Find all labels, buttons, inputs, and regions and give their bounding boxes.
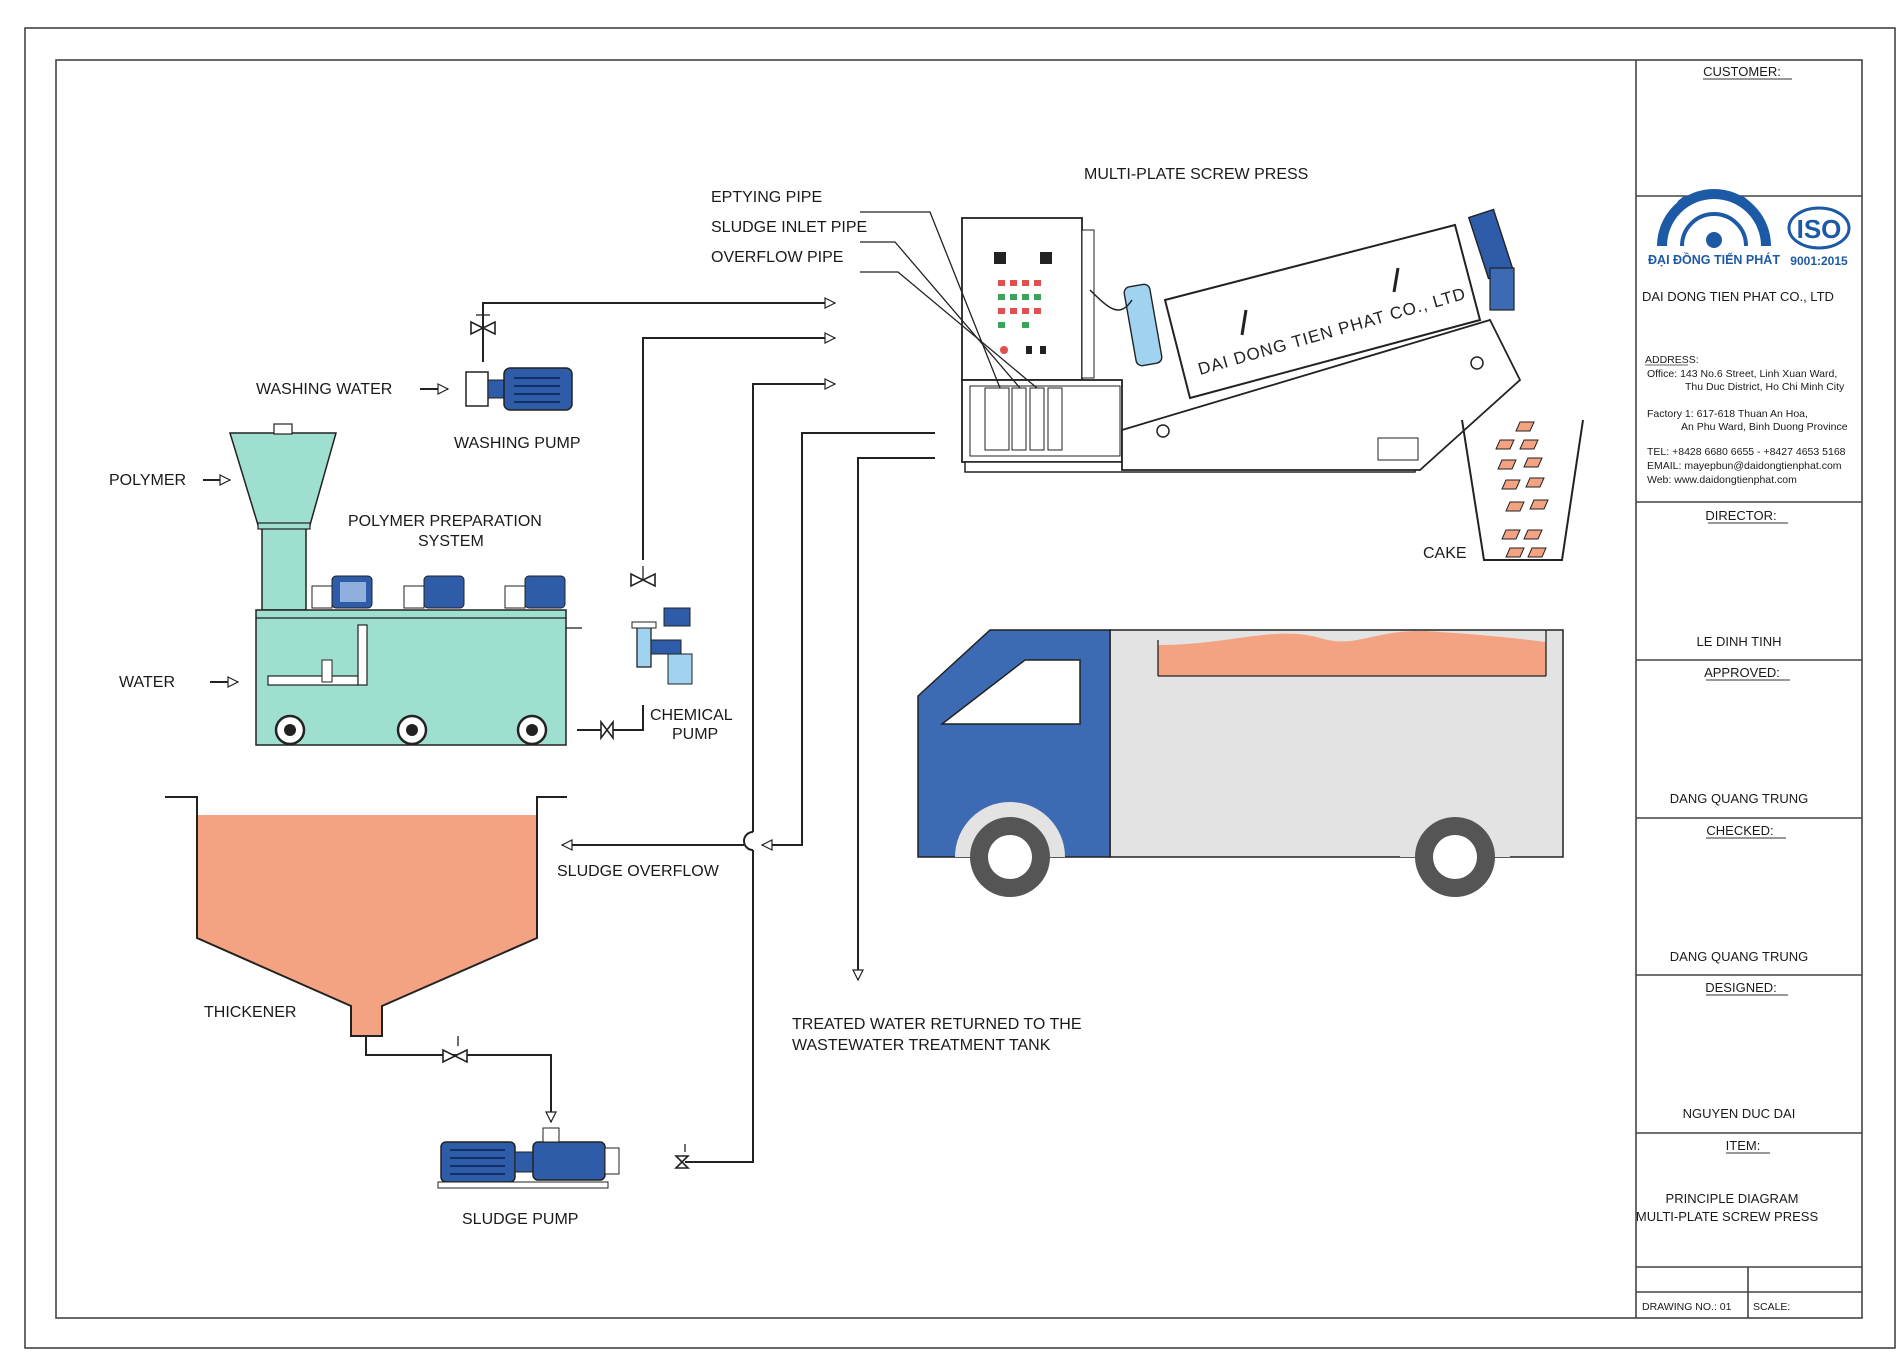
sludge-pump-label: SLUDGE PUMP: [462, 1211, 578, 1228]
checked-name: DANG QUANG TRUNG: [1670, 949, 1808, 964]
truck-window: [939, 659, 1081, 725]
valve-icon: [442, 1036, 468, 1064]
piping: [365, 303, 935, 1169]
scale-label: SCALE:: [1753, 1301, 1790, 1313]
company-name: DAI DONG TIEN PHAT CO., LTD: [1642, 289, 1834, 304]
washing-water-line: [482, 303, 835, 362]
customer-label: CUSTOMER:: [1703, 64, 1781, 79]
polymer-preparation-label-2: SYSTEM: [418, 533, 484, 550]
overflow-pipe-label: OVERFLOW PIPE: [711, 249, 843, 266]
sludge-overflow-label: SLUDGE OVERFLOW: [557, 863, 720, 880]
chemical-line: [642, 338, 835, 560]
chemical-pump-label-1: CHEMICAL: [650, 707, 733, 724]
drawing-number: DRAWING NO.: 01: [1642, 1301, 1732, 1313]
outer-border: [24, 27, 1896, 1349]
flocculation-tank-icon: [1089, 283, 1163, 367]
washing-pump: [465, 367, 573, 411]
chemical-pump: [631, 607, 693, 685]
truck-wheel-icon: [955, 802, 1065, 897]
thickener-outlet-line: [365, 1036, 551, 1122]
iso-text: ISO: [1797, 214, 1842, 244]
truck-wheel-icon: [1400, 802, 1510, 897]
polymer-outlet-line: [577, 705, 644, 731]
website: Web: www.daidongtienphat.com: [1647, 474, 1797, 486]
treated-water-label-2: WASTEWATER TREATMENT TANK: [792, 1037, 1051, 1054]
thickener-label: THICKENER: [204, 1004, 296, 1021]
washing-water-label: WASHING WATER: [256, 381, 392, 398]
company-logo: ĐẠI ĐỒNG TIẾN PHÁT: [1648, 189, 1780, 267]
treated-water-line: [858, 457, 935, 980]
iso-year: 9001:2015: [1790, 254, 1848, 268]
cake-bin: [1461, 419, 1584, 561]
item-line-2: MULTI-PLATE SCREW PRESS: [1636, 1209, 1819, 1224]
telephone: TEL: +8428 6680 6655 - +8427 4653 5168: [1647, 446, 1846, 458]
sludge-pump: [437, 1127, 620, 1189]
checked-label: CHECKED:: [1706, 823, 1773, 838]
leader-lines: [860, 211, 1038, 389]
water-label: WATER: [119, 674, 175, 691]
logo-text: ĐẠI ĐỒNG TIẾN PHÁT: [1648, 252, 1780, 267]
overflow-return-line-a: [762, 432, 935, 845]
email: EMAIL: mayepbun@daidongtienphat.com: [1647, 460, 1842, 472]
designed-label: DESIGNED:: [1705, 980, 1777, 995]
polymer-label: POLYMER: [109, 472, 186, 489]
sludge-feed-line-lower: [685, 850, 754, 1163]
valve-icon: [674, 1144, 690, 1169]
sludge-inlet-pipe-label: SLUDGE INLET PIPE: [711, 219, 867, 236]
address-office-2: Thu Duc District, Ho Chi Minh City: [1685, 381, 1845, 393]
thickener-tank: [165, 796, 567, 1037]
item-label: ITEM:: [1726, 1138, 1761, 1153]
director-name: LE DINH TINH: [1697, 634, 1782, 649]
mixer-motor-icon: [403, 575, 465, 609]
director-label: DIRECTOR:: [1705, 508, 1776, 523]
diagram-labels: MULTI-PLATE SCREW PRESS EPTYING PIPE SLU…: [109, 166, 1467, 1228]
address-office-1: Office: 143 No.6 Street, Linh Xuan Ward,: [1647, 368, 1837, 380]
sludge-feed-line: [752, 384, 835, 832]
polymer-preparation-system: [228, 423, 582, 746]
multi-plate-screw-press: DAI DONG TIEN PHAT CO., LTD: [961, 208, 1522, 473]
valve-icon: [600, 719, 614, 741]
address-label: ADDRESS:: [1645, 354, 1699, 366]
mixer-motor-icon: [311, 575, 373, 609]
cake-label: CAKE: [1423, 545, 1467, 562]
eptying-pipe-label: EPTYING PIPE: [711, 189, 822, 206]
address-factory-1: Factory 1: 617-618 Thuan An Hoa,: [1647, 408, 1808, 420]
title-block: CUSTOMER: ĐẠI ĐỒNG TIẾN PHÁT ISO 9001:20…: [1635, 60, 1862, 1318]
iso-badge: ISO 9001:2015: [1787, 206, 1851, 268]
truck: [917, 629, 1564, 897]
item-line-1: PRINCIPLE DIAGRAM: [1666, 1191, 1799, 1206]
designed-name: NGUYEN DUC DAI: [1683, 1106, 1796, 1121]
address-factory-2: An Phu Ward, Binh Duong Province: [1681, 421, 1848, 433]
mixer-motor-icon: [504, 575, 566, 609]
polymer-preparation-label-1: POLYMER PREPARATION: [348, 513, 542, 530]
valve-icon: [470, 314, 496, 336]
valve-icon: [630, 566, 656, 588]
approved-label: APPROVED:: [1704, 665, 1780, 680]
washing-pump-label: WASHING PUMP: [454, 435, 581, 452]
treated-water-label-1: TREATED WATER RETURNED TO THE: [792, 1016, 1082, 1033]
chemical-pump-label-2: PUMP: [672, 726, 718, 743]
drawing-border: [55, 59, 1863, 1319]
approved-name: DANG QUANG TRUNG: [1670, 791, 1808, 806]
screw-press-label: MULTI-PLATE SCREW PRESS: [1084, 166, 1308, 183]
drive-motor-icon: [1467, 208, 1515, 311]
